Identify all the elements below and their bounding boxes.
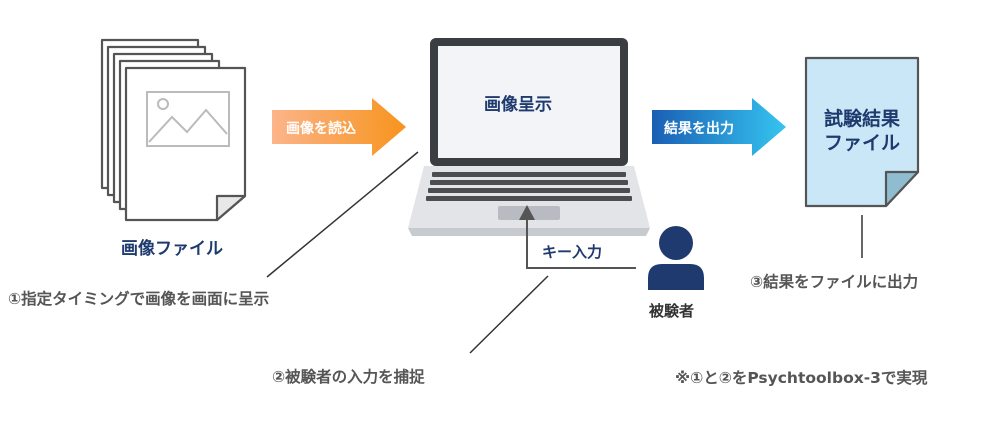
- picture-icon: [146, 91, 230, 147]
- document-icon: [804, 56, 920, 208]
- keyboard-keys: [426, 172, 632, 201]
- result-file-line2: ファイル: [823, 132, 900, 154]
- screen-label: 画像呈示: [484, 95, 552, 115]
- result-file-line1: 試験結果: [823, 108, 900, 130]
- note-annotation: ※①と②をPsychtoolbox-3で実現: [675, 369, 928, 387]
- load-arrow-shape: [272, 98, 406, 156]
- output-arrow-shape: [652, 98, 786, 156]
- key-input-label: キー入力: [542, 243, 603, 261]
- laptop-icon: [408, 38, 650, 236]
- output-arrow-label: 結果を出力: [664, 121, 734, 137]
- step1-annotation: ①指定タイミングで画像を画面に呈示: [8, 290, 270, 308]
- load-arrow-label: 画像を読込: [286, 121, 356, 137]
- image-files-label: 画像ファイル: [121, 239, 223, 259]
- image-stack-icon: [100, 38, 247, 222]
- step3-annotation: ③結果をファイルに出力: [750, 273, 919, 291]
- result-file-label: 試験結果 ファイル: [812, 107, 912, 155]
- person-icon: [648, 226, 704, 290]
- key-input-arrow: [519, 205, 636, 269]
- step2-annotation: ②被験者の入力を捕捉: [272, 368, 425, 386]
- leader-lines: [266, 151, 863, 354]
- subject-label: 被験者: [649, 302, 695, 320]
